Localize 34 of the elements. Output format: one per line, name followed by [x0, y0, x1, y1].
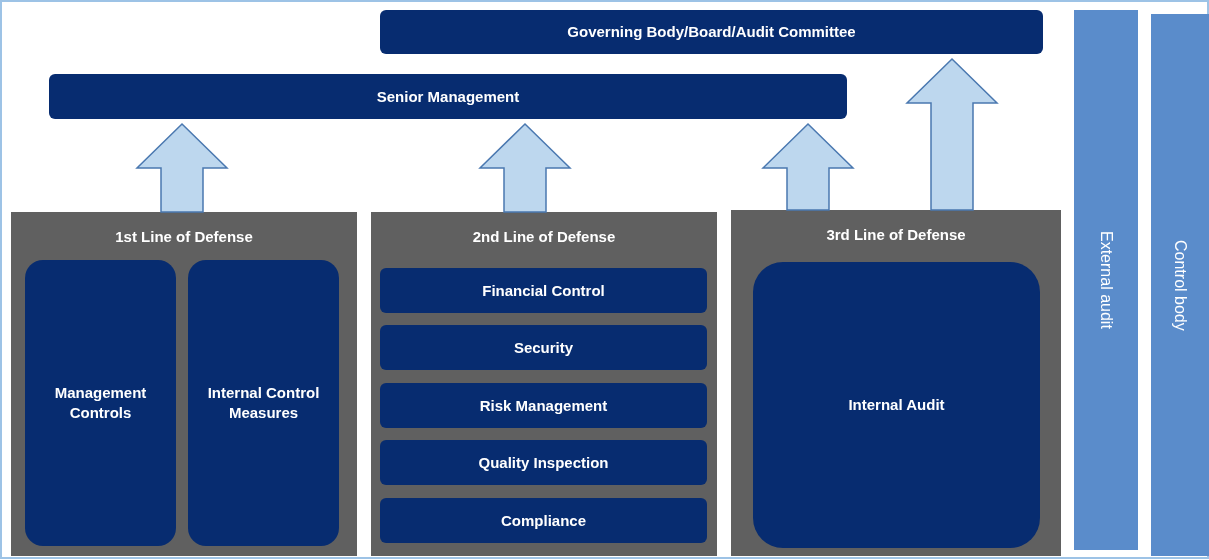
control-box [25, 260, 176, 546]
label: Financial Control [481, 280, 606, 301]
function-box [380, 440, 707, 485]
label: 3rd Line of Defense [825, 225, 967, 245]
title-bar [49, 74, 847, 119]
label: Control body [1171, 239, 1190, 331]
function-box [380, 325, 707, 370]
panel [371, 212, 717, 556]
title-bar [380, 10, 1043, 54]
label: Quality Inspection [477, 452, 610, 473]
block-arrow [135, 122, 229, 213]
side-bar [1074, 10, 1138, 550]
label: Compliance [500, 510, 587, 531]
block-arrow [761, 122, 855, 211]
label: External audit [1097, 231, 1116, 329]
label: 1st Line of Defense [114, 227, 254, 247]
label: Management Controls [53, 383, 148, 423]
label: 2nd Line of Defense [471, 227, 617, 247]
side-bar [1151, 14, 1209, 556]
panel [731, 210, 1061, 556]
panel [11, 212, 357, 556]
label: Governing Body/Board/Audit Committee [566, 22, 857, 42]
audit-box [753, 262, 1040, 548]
block-arrow [905, 57, 999, 211]
label: Senior Management [375, 86, 521, 107]
function-box [380, 268, 707, 313]
function-box [380, 498, 707, 543]
label: Internal Audit [847, 395, 946, 415]
control-box [188, 260, 339, 546]
label: Risk Management [478, 395, 609, 416]
function-box [380, 383, 707, 428]
block-arrow [478, 122, 572, 213]
label: Internal Control Measures [206, 383, 321, 423]
label: Security [512, 337, 575, 358]
